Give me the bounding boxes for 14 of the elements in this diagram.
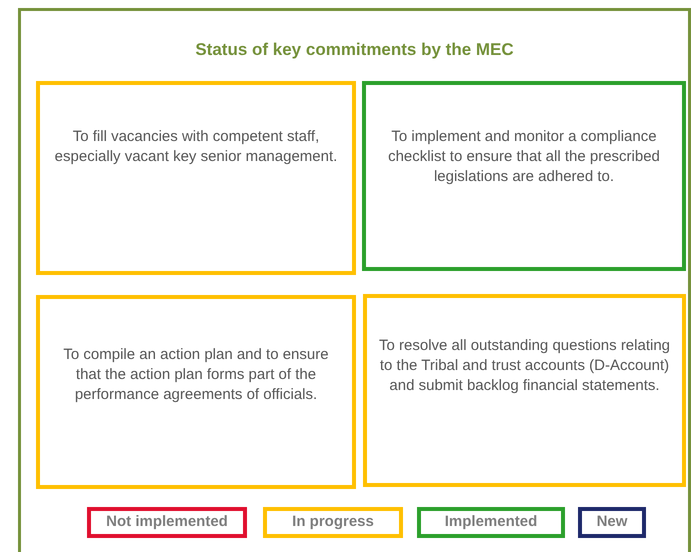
legend-item: New [578, 507, 646, 538]
commitment-box [36, 81, 356, 275]
panel-title: Status of key commitments by the MEC [194, 39, 515, 61]
commitment-box [362, 81, 686, 271]
status-panel [18, 8, 691, 552]
commitment-text: To fill vacancies with competent staff, especially vacant key senior management. [54, 127, 338, 167]
commitment-box [36, 295, 356, 489]
legend-item: Implemented [417, 507, 565, 538]
legend-item: Not implemented [87, 507, 247, 538]
commitment-text: To resolve all outstanding questions relating to the Tribal and trust accounts (D-Account) and submit backlog financial statements. [378, 336, 672, 396]
commitment-text: To compile an action plan and to ensure that the action plan forms part of the performance agreements of officials. [62, 345, 330, 405]
commitment-text: To implement and monitor a compliance checklist to ensure that all the prescribed legislations are adhered to. [387, 127, 661, 187]
legend-item: In progress [263, 507, 403, 538]
commitment-box [363, 294, 686, 487]
